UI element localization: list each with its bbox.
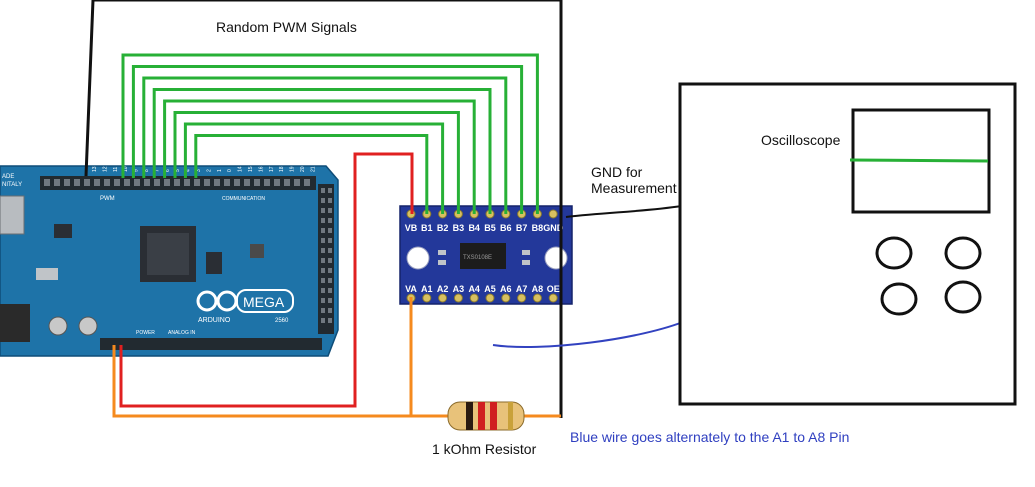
shifter-top-pin-label: B6 [500, 223, 512, 233]
shifter-top-pin-label: B7 [516, 223, 528, 233]
shifter-bottom-pin-label: A5 [484, 284, 496, 294]
arduino-pin-number: 4 [186, 169, 192, 172]
arduino-pin-number: 16 [258, 166, 264, 172]
probe-wire [492, 319, 689, 349]
power-header-label: POWER [136, 330, 155, 336]
arduino-pin-number: 11 [113, 167, 119, 172]
arduino-pin-number: 10 [123, 166, 129, 172]
arduino-pin-number: 7 [154, 169, 160, 172]
scope-knob-1 [875, 236, 913, 270]
arduino-pin-number: 0 [227, 169, 233, 172]
shifter-bottom-pin-hole [517, 293, 527, 303]
shifter-bottom-pin-label: OE [547, 284, 560, 294]
shifter-bottom-pin-label: VA [405, 284, 417, 294]
pwm-wires [121, 53, 539, 214]
shifter-bottom-pin-label: A1 [421, 284, 433, 294]
blue-wire-note: Blue wire goes alternately to the A1 to … [570, 429, 850, 445]
arduino-pin-number: 20 [300, 166, 306, 172]
pwm-wire [173, 111, 460, 214]
signal-wires [112, 297, 561, 418]
arduino-pin-number: 18 [279, 166, 285, 172]
shifter-top-pin-label: B4 [468, 223, 480, 233]
shifter-bottom-pin-hole [438, 293, 448, 303]
ground-wire-main [84, 0, 563, 418]
oscilloscope [678, 82, 1017, 406]
arduino-pin-number: 17 [269, 166, 275, 172]
oscilloscope-trace [849, 158, 989, 163]
shifter-bottom-pin-label: A6 [500, 284, 512, 294]
shifter-bottom-pin-hole [469, 293, 479, 303]
arduino-pin-number: 9 [134, 169, 140, 172]
arduino-pin-number: 2 [206, 169, 212, 172]
resistor-label: 1 kOhm Resistor [432, 441, 537, 457]
pwm-wire [142, 76, 508, 214]
board-side-text-2: NITALY [2, 182, 22, 188]
shifter-bottom-pin-hole [422, 293, 432, 303]
pwm-wire [131, 65, 524, 214]
gnd-label-line2: Measurement [591, 180, 677, 196]
shifter-bottom-pin-hole [532, 293, 542, 303]
arduino-pin-number: 3 [196, 169, 202, 172]
gnd-measurement-wire [565, 205, 683, 218]
arduino-pin-number: 19 [290, 166, 296, 172]
arduino-pin-number: 13 [92, 166, 98, 172]
shifter-top-pin-label: GND [543, 223, 564, 233]
pwm-wire [194, 134, 429, 214]
arduino-pin-number: 12 [102, 166, 108, 172]
shifter-bottom-pin-hole [548, 293, 558, 303]
arduino-logo-icon [196, 289, 294, 313]
arduino-pin-number: 5 [175, 169, 181, 172]
arduino-pin-number: 15 [248, 166, 254, 172]
arduino-pin-number: 8 [144, 169, 150, 172]
gnd-label-line1: GND for [591, 164, 643, 180]
shifter-bottom-pin-hole [453, 293, 463, 303]
shifter-top-pin-label: B1 [421, 223, 433, 233]
scope-knob-3 [880, 282, 918, 316]
shifter-chip-text: TXS0108E [463, 255, 492, 261]
arduino-pin-number: 21 [310, 166, 316, 172]
shifter-bottom-pin-label: A3 [453, 284, 465, 294]
resistor-icon [447, 401, 525, 431]
shifter-top-pin-label: B3 [453, 223, 465, 233]
arduino-model-label: MEGA [243, 294, 285, 310]
board-side-text-1: ADE [2, 174, 14, 180]
scope-knob-4 [944, 280, 982, 314]
shifter-bottom-pin-hole [501, 293, 511, 303]
shifter-top-pin-hole [548, 209, 558, 219]
shifter-bottom-pin-label: A7 [516, 284, 528, 294]
arduino-pin-number: 6 [165, 169, 171, 172]
communication-header-label: COMMUNICATION [222, 196, 265, 202]
power-wires [119, 152, 414, 408]
pwm-header-label: PWM [100, 196, 115, 202]
shifter-bottom-pin-hole [485, 293, 495, 303]
arduino-model-sub: 2560 [275, 318, 289, 324]
pwm-signals-title: Random PWM Signals [216, 19, 357, 35]
pwm-wire [152, 88, 492, 214]
arduino-mega-board: ARDUINO MEGA 2560 PWM COMMUNICATION POWE… [0, 165, 339, 357]
pwm-wire [163, 99, 476, 214]
shifter-top-pin-label: VB [405, 223, 418, 233]
shifter-top-pin-label: B5 [484, 223, 496, 233]
shifter-bottom-pin-label: A8 [532, 284, 544, 294]
shifter-bottom-pin-label: A2 [437, 284, 449, 294]
shifter-top-pin-label: B8 [532, 223, 544, 233]
shifter-top-pin-label: B2 [437, 223, 449, 233]
shifter-bottom-pin-label: A4 [468, 284, 480, 294]
pwm-wire [183, 122, 445, 214]
arduino-to-resistor-wire [112, 345, 450, 418]
oscilloscope-label: Oscilloscope [761, 132, 841, 148]
arduino-pin-number: 14 [238, 166, 244, 172]
analog-header-label: ANALOG IN [168, 330, 196, 336]
arduino-logo-text: ARDUINO [198, 317, 231, 324]
vb-power-wire [119, 152, 414, 408]
arduino-pin-number: 1 [217, 169, 223, 172]
ground-wires [84, 0, 683, 418]
scope-knob-2 [944, 236, 982, 270]
pwm-wire [121, 53, 539, 214]
